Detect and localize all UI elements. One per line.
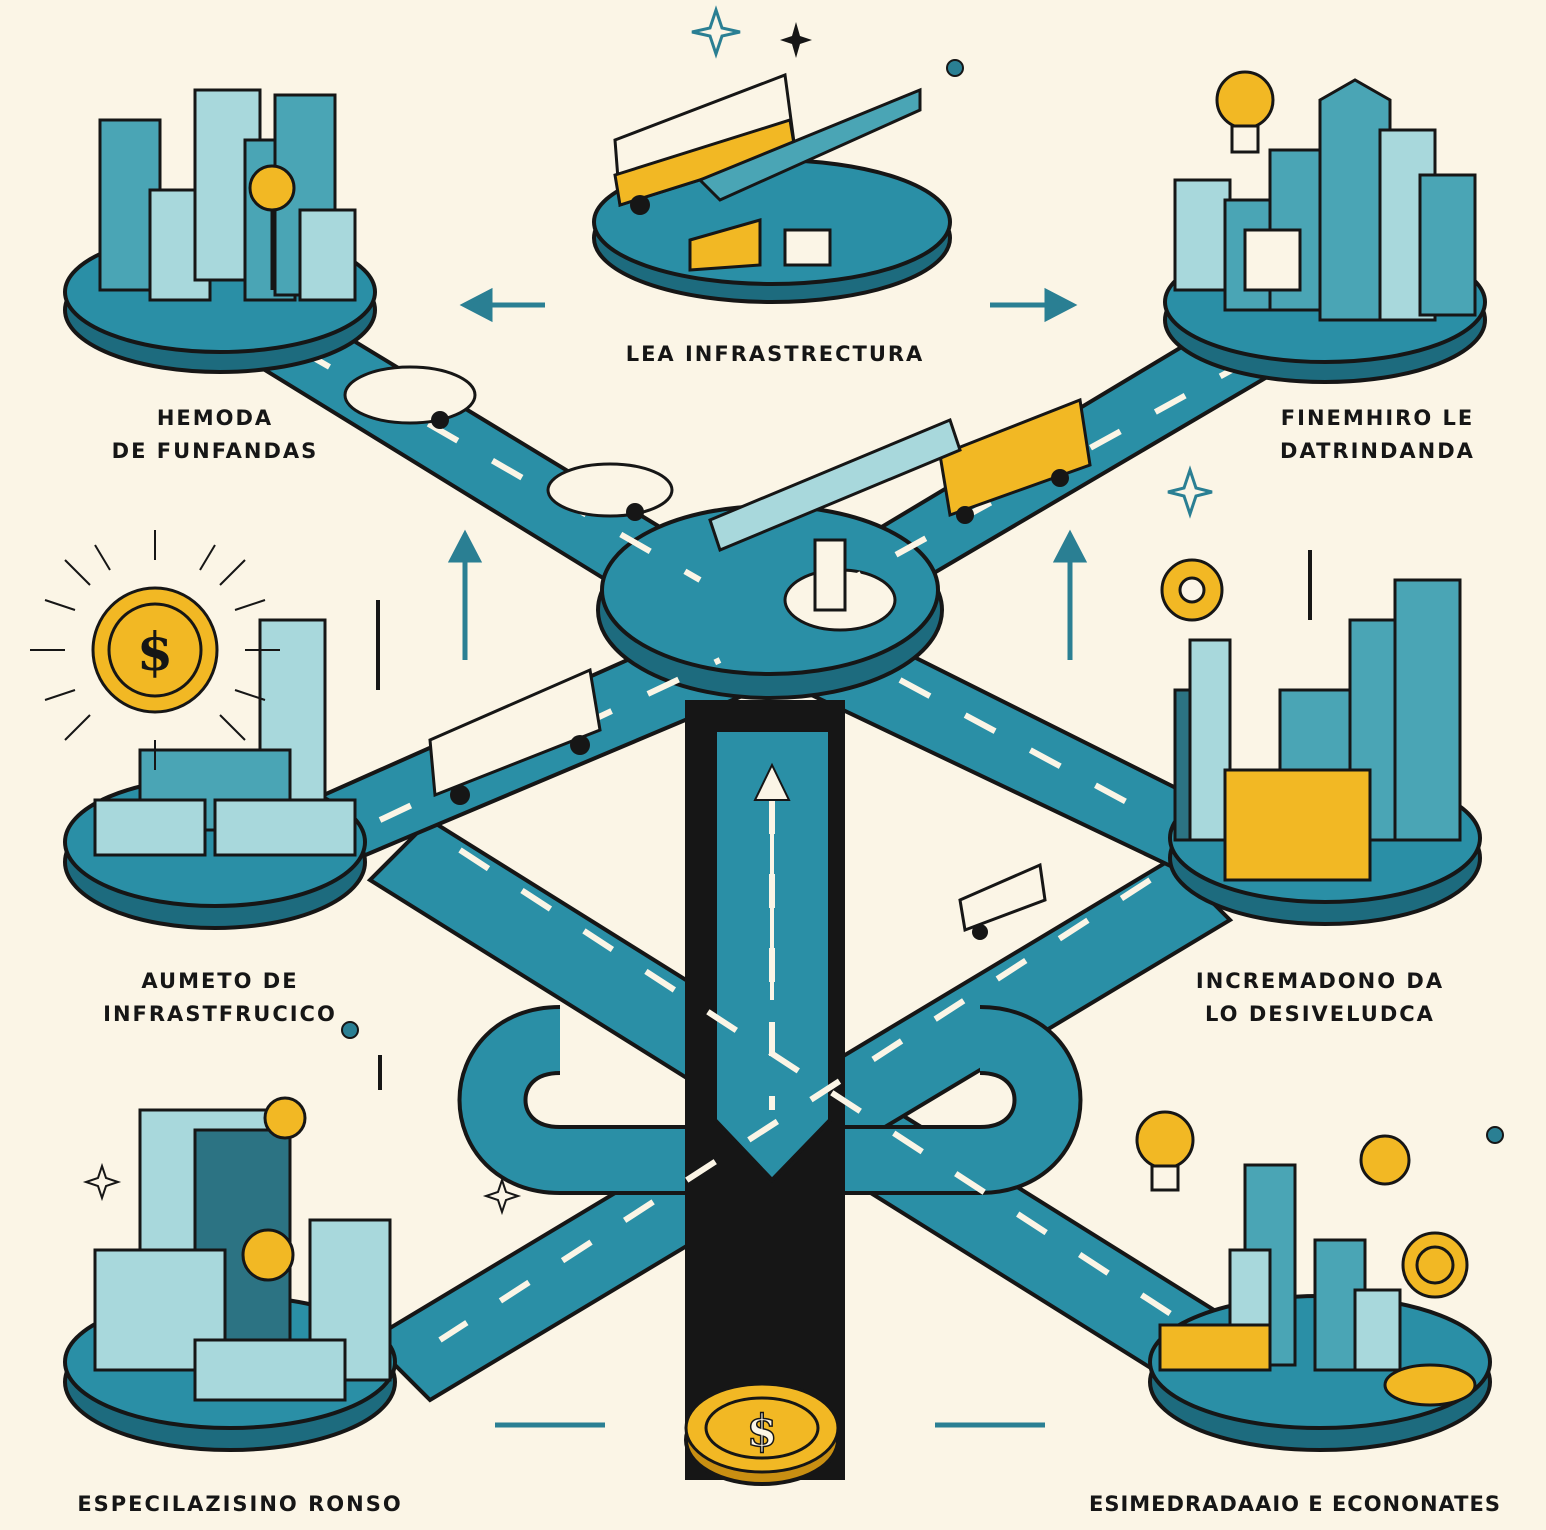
label-middle-right-line-1: INCREMADONO DA [1195, 969, 1445, 993]
lightbulb-icon [1135, 1110, 1195, 1192]
label-upper-left: HEMODA DE FUNFANDAS [70, 402, 360, 467]
gear-icon [1160, 558, 1224, 622]
arrow-icon [459, 287, 493, 323]
label-middle-left-line-1: AUMETO DE [141, 969, 299, 993]
label-bottom-right: ESIMEDRADAAIO E ECONONATES [1050, 1488, 1540, 1521]
label-upper-left-line-2: DE FUNFANDAS [111, 438, 319, 463]
buildings-upper-right [1173, 78, 1477, 322]
coin-icon: $ [684, 1382, 840, 1486]
buildings-upper-left [98, 88, 357, 302]
arrow-icon [1044, 287, 1078, 323]
buildings-bottom-right [1158, 1163, 1477, 1407]
sparkle-icon [482, 1176, 522, 1216]
truck-icon [428, 667, 602, 805]
train-icon [1158, 1323, 1272, 1372]
car-icon [343, 365, 477, 429]
label-middle-right: INCREMADONO DA LO DESIVELUDCA [1150, 965, 1490, 1030]
sparkle-icons [82, 5, 1504, 1216]
van-icon [958, 862, 1047, 940]
label-bottom-left-text: ESPECILAZISINO RONSO [77, 1492, 403, 1516]
coin-icon [1401, 1231, 1469, 1299]
sparkle-icon [946, 59, 964, 77]
sparkle-icon [341, 1021, 359, 1039]
sparkle-icon [780, 22, 812, 58]
sparkle-icon [82, 1162, 122, 1202]
lightbulb-icon [1215, 70, 1275, 154]
buildings-middle-left [93, 618, 357, 857]
label-upper-left-line-1: HEMODA [156, 406, 274, 430]
arrow-icon [1052, 529, 1088, 563]
train-icon [688, 87, 922, 272]
sparkle-icon [691, 5, 741, 59]
overpass [708, 417, 962, 612]
sun-coin-icon: $ [30, 530, 280, 770]
label-top-center: LEA INFRASTRECTURA [610, 338, 940, 371]
svg-text:$: $ [137, 622, 173, 683]
label-upper-right-line-1: FINEMHIRO LE [1280, 406, 1475, 430]
svg-text:$: $ [747, 1406, 778, 1457]
sparkle-icon [1486, 1126, 1504, 1144]
buildings-middle-right [1173, 578, 1462, 882]
road-dash-3 [378, 657, 722, 823]
arrow-icon [753, 762, 791, 801]
coin-icon [263, 1096, 307, 1140]
treasure-box-icon [1223, 768, 1372, 882]
label-middle-left-line-2: INFRASTFRUCICO [103, 1001, 337, 1026]
buildings-bottom-left [93, 1096, 392, 1402]
label-middle-left: AUMETO DE INFRASTFRUCICO [60, 965, 380, 1030]
label-upper-right-line-2: DATRINDANDA [1280, 438, 1475, 463]
label-bottom-left: ESPECILAZISINO RONSO [40, 1488, 440, 1521]
label-top-center-text: LEA INFRASTRECTURA [625, 342, 925, 366]
sparkle-icon [1167, 465, 1213, 519]
arrow-icons [447, 287, 1088, 1428]
road-dash-4 [898, 677, 1162, 823]
label-bottom-right-text: ESIMEDRADAAIO E ECONONATES [1089, 1492, 1501, 1516]
car-icon [546, 462, 674, 521]
coin-icon [241, 1228, 295, 1282]
mask-icon [1359, 1134, 1411, 1186]
label-upper-right: FINEMHIRO LE DATRINDANDA [1225, 402, 1530, 467]
label-middle-right-line-2: LO DESIVELUDCA [1205, 1001, 1435, 1026]
arrow-icon [447, 529, 483, 563]
car-icon [1383, 1363, 1477, 1407]
bus-icon [938, 397, 1092, 524]
sign-coin-icon [248, 164, 296, 212]
